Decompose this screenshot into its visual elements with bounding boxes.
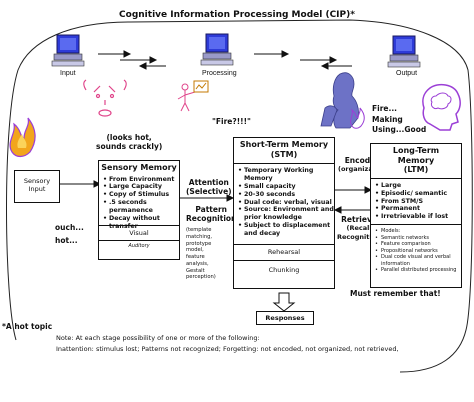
ltm-models-list: Models:Semantic networksFeature comparis… (371, 228, 461, 274)
pattern-recognition-title: Pattern Recognition (186, 205, 237, 223)
stm-item: Small capacity (238, 183, 334, 191)
face-doodle-icon (83, 79, 127, 117)
sensory-memory-list: From EnvironmentLarge CapacityCopy of St… (99, 176, 179, 231)
ltm-title: Long-Term Memory (LTM) (392, 146, 440, 175)
ltm-model-item: Semantic networks (375, 235, 461, 242)
ltm-item: Large (375, 182, 461, 190)
sensory-memory-item: From Environment (103, 176, 179, 184)
connector-arrows-icon (60, 180, 373, 214)
flame-right-icon (350, 107, 365, 129)
retrieval-title: Retrieval (341, 215, 380, 224)
ouch-hot-note: ouch... hot... (55, 223, 84, 245)
ltm-list: LargeEpisodic/ semanticFrom STM/SPermane… (371, 182, 461, 221)
sensory-memory-item: Large Capacity (103, 183, 179, 191)
sensory-input-box: Sensory Input (14, 170, 60, 203)
sensory-memory-item: Copy of Stimulus (103, 191, 179, 199)
fire-making-using-text: Fire... Making Using...Good (372, 104, 427, 134)
sensory-input-label: Sensory Input (23, 177, 51, 194)
ltm-model-item: Models: (375, 228, 461, 235)
ltm-divider-2 (371, 224, 461, 226)
arrows-input-processing-icon (98, 50, 166, 70)
sensory-divider (99, 225, 179, 226)
processing-label: Processing (202, 70, 237, 77)
output-label: Output (396, 70, 418, 77)
ltm-model-item: Feature comparison (375, 241, 461, 248)
ltm-model-item: Propositional networks (375, 248, 461, 255)
short-term-memory-box: Short-Term Memory (STM) Temporary Workin… (233, 137, 335, 289)
computer-output-icon (387, 35, 421, 68)
responses-label: Responses (265, 314, 305, 322)
fire-left-icon (9, 117, 36, 158)
stm-divider-3 (234, 260, 334, 261)
stm-title: Short-Term Memory (STM) (239, 140, 329, 159)
stm-divider (234, 163, 334, 165)
ltm-item: Irretrievable if lost (375, 213, 461, 221)
encoding-detail: (organization) (338, 165, 391, 174)
arrows-processing-output-icon (254, 50, 352, 70)
input-label: Input (60, 70, 76, 77)
must-remember-note: Must remember that! (350, 289, 441, 298)
stm-item: 20-30 seconds (238, 191, 334, 199)
stm-item: Source: Environment and prior knowledge (238, 206, 334, 222)
ltm-item: Permanent (375, 205, 461, 213)
retrieval-detail: (Recall, Recognition) (337, 224, 384, 241)
note-line-1: Note: At each stage possibility of one o… (56, 334, 260, 342)
ltm-divider (371, 177, 461, 179)
stm-item: Temporary Working Memory (238, 167, 334, 183)
auditory-register-label: Auditory (128, 243, 150, 249)
down-arrow-icon (272, 292, 296, 312)
ltm-item: From STM/S (375, 198, 461, 206)
visual-register-label: Visual (129, 229, 149, 237)
brain-head-icon (422, 83, 461, 131)
sensory-memory-box: Sensory Memory From EnvironmentLarge Cap… (98, 160, 180, 260)
encoding-title: Encoding (344, 156, 384, 165)
encoding-label: Encoding (organization) (338, 156, 390, 174)
looks-hot-note: (looks hot, sounds crackly) (96, 133, 163, 152)
ltm-item: Episodic/ semantic (375, 190, 461, 198)
note-line-2: Inattention: stimulus lost; Patterns not… (56, 345, 399, 353)
sensory-memory-title: Sensory Memory (101, 163, 177, 172)
pattern-recognition-detail: (template matching, prototype model, fea… (186, 227, 216, 281)
outer-rounded-outline (6, 19, 473, 373)
ltm-model-item: Parallel distributed processing (375, 267, 461, 274)
fire-quote: "Fire?!!!" (212, 117, 251, 126)
sensory-memory-item: Decay without transfer (103, 215, 179, 231)
person-sign-icon (177, 80, 209, 112)
stm-divider-2 (234, 244, 334, 245)
thinker-icon (320, 72, 359, 129)
chunking-label: Chunking (268, 266, 300, 274)
diagram-title: Cognitive Information Processing Model (… (119, 10, 355, 20)
stm-item: Subject to displacement and decay (238, 222, 334, 238)
sensory-divider-2 (99, 240, 179, 241)
computer-input-icon (51, 34, 85, 67)
stm-list: Temporary Working MemorySmall capacity20… (234, 167, 334, 238)
rehearsal-label: Rehearsal (267, 248, 301, 256)
hot-topic-footnote: *A hot topic (2, 322, 53, 331)
computer-processing-icon (200, 33, 234, 66)
retrieval-label: Retrieval (Recall, Recognition) (337, 215, 384, 241)
stm-item: Dual code: verbal, visual (238, 199, 334, 207)
ltm-model-item: Dual code visual and verbal information (375, 254, 461, 267)
responses-box: Responses (256, 311, 314, 325)
sensory-memory-item: .5 seconds permanence (103, 199, 179, 215)
long-term-memory-box: Long-Term Memory (LTM) LargeEpisodic/ se… (370, 143, 462, 288)
attention-label: Attention (Selective) (186, 178, 232, 197)
